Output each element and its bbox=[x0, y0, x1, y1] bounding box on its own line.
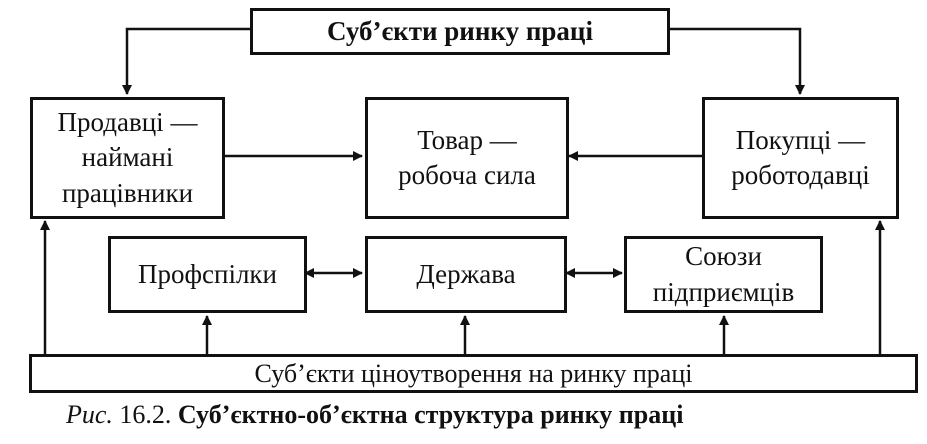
sellers-box: Продавці — наймані працівники bbox=[30, 97, 225, 219]
pricing-subjects-box: Суб’єкти ціноутворення на ринку праці bbox=[29, 354, 918, 393]
commodity-box: Товар — робоча сила bbox=[365, 97, 569, 219]
buyers-label: Покупці — роботодавці bbox=[731, 124, 870, 190]
buyers-box: Покупці — роботодавці bbox=[702, 97, 899, 219]
caption-number: 16.2. bbox=[119, 400, 172, 429]
state-label: Держава bbox=[416, 258, 516, 289]
arrow-top-to-sellers bbox=[122, 27, 250, 95]
employers-unions-label: Союзи підприємців bbox=[652, 241, 795, 307]
unions-label: Профспілки bbox=[138, 258, 277, 289]
sellers-label: Продавці — наймані працівники bbox=[57, 107, 198, 208]
arrow-top-to-buyers bbox=[670, 27, 805, 95]
commodity-label: Товар — робоча сила bbox=[398, 124, 536, 190]
figure-caption: Рис. 16.2. Суб’єктно-об’єктна структура … bbox=[66, 400, 683, 430]
pricing-subjects-label: Суб’єкти ціноутворення на ринку праці bbox=[254, 358, 693, 388]
state-box: Держава bbox=[365, 236, 567, 313]
caption-title: Суб’єктно-об’єктна структура ринку праці bbox=[177, 400, 684, 429]
caption-prefix: Рис. bbox=[66, 400, 113, 429]
labor-market-subjects-label: Суб’єкти ринку праці bbox=[327, 15, 593, 46]
labor-market-subjects-box: Суб’єкти ринку праці bbox=[250, 8, 670, 55]
unions-box: Профспілки bbox=[108, 236, 307, 313]
employers-unions-box: Союзи підприємців bbox=[624, 236, 823, 313]
